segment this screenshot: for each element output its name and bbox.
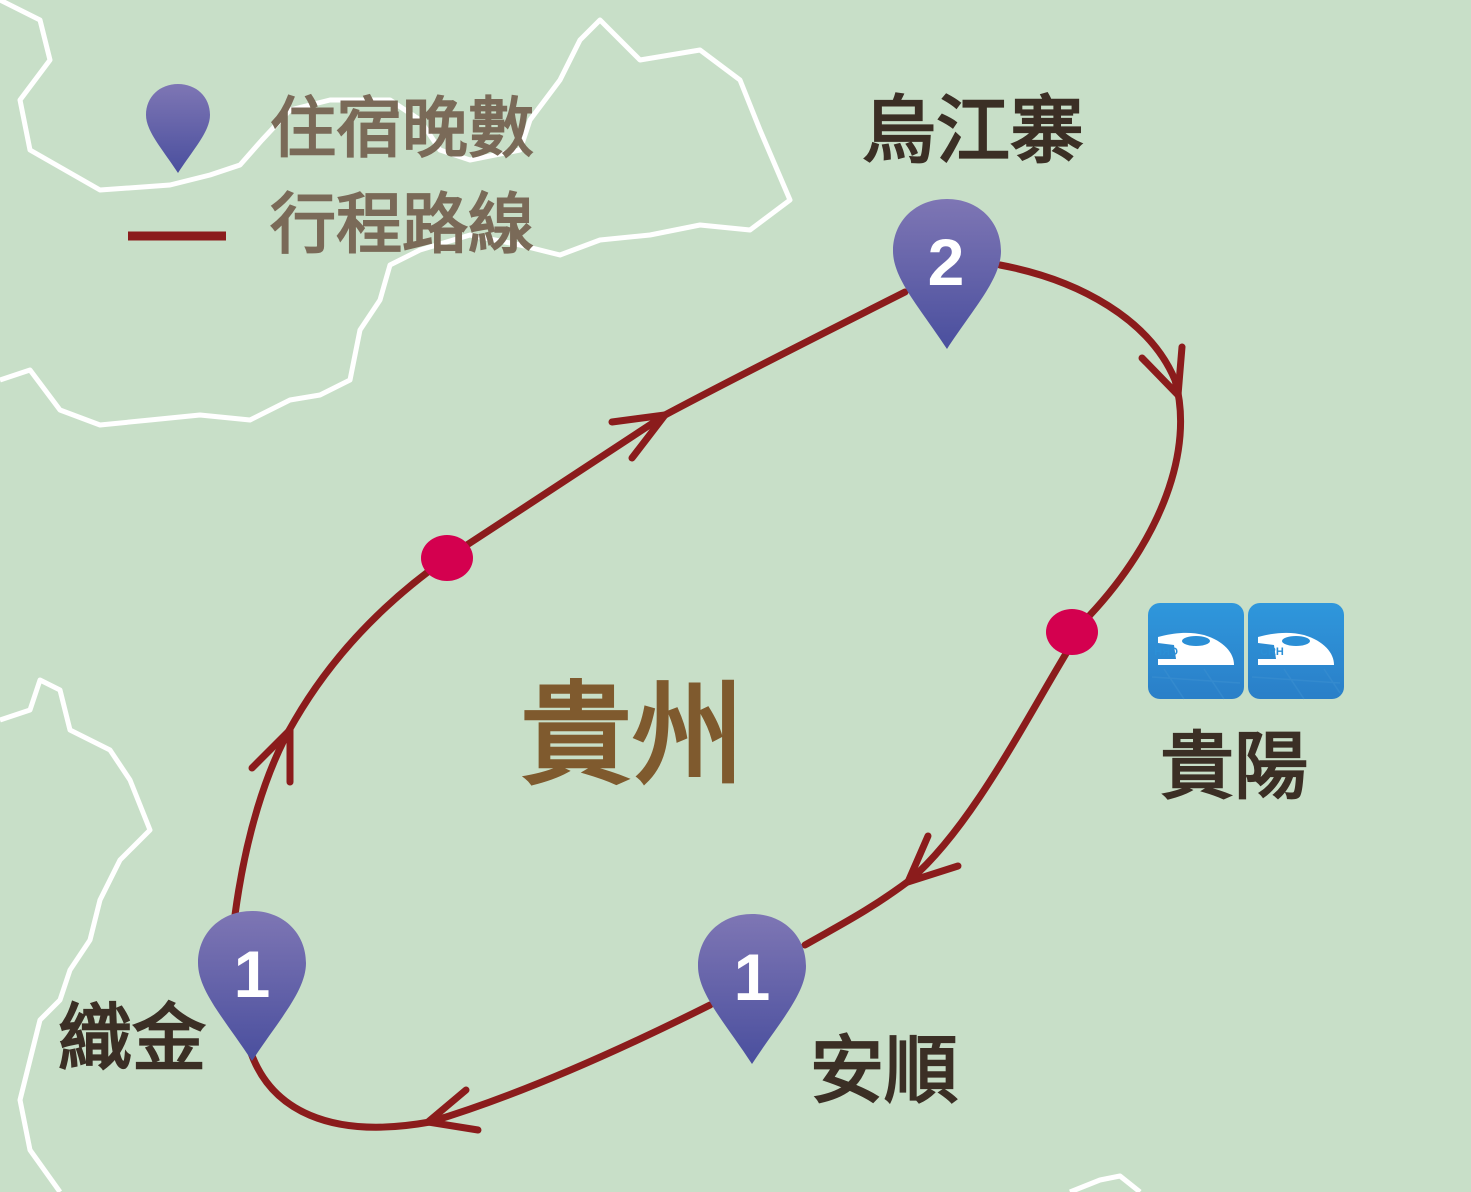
waypoint-dot (1046, 609, 1098, 655)
train-text: CRH (1154, 646, 1178, 658)
direction-arrow (1138, 343, 1186, 403)
direction-arrow (248, 721, 294, 786)
pin-nights: 1 (234, 937, 271, 1011)
legend-pin-icon (146, 84, 210, 173)
pin-anshun[interactable]: 1 (698, 914, 806, 1064)
high-speed-train-icon: CRH (1248, 603, 1344, 700)
pin-nights: 2 (928, 225, 965, 299)
legend-label-route: 行程路線 (270, 186, 534, 263)
route-line (246, 1001, 714, 1131)
place-label-wujiangzhai: 烏江寨 (862, 88, 1084, 174)
province-borders (0, 0, 1142, 1192)
place-label-zhijin: 織金 (58, 996, 206, 1082)
border-south (1069, 1173, 1142, 1192)
route-line (801, 261, 1185, 949)
border-north (0, 0, 793, 428)
direction-arrow (608, 410, 673, 462)
waypoint-dot (421, 535, 473, 581)
place-label-guiyang: 貴陽 (1160, 724, 1308, 810)
region-label: 貴州 (520, 671, 744, 801)
pin-nights: 1 (734, 940, 771, 1014)
legend-label-nights: 住宿晚數 (270, 90, 534, 167)
pin-zhijin[interactable]: 1 (198, 911, 306, 1061)
high-speed-train-icon: CRH (1148, 603, 1244, 700)
place-label-anshun: 安順 (810, 1028, 958, 1114)
direction-arrow (419, 1086, 482, 1134)
pin-wujiangzhai[interactable]: 2 (893, 199, 1001, 349)
border-west (0, 677, 153, 1192)
direction-arrow (901, 832, 962, 888)
train-text: CRH (1260, 646, 1284, 658)
